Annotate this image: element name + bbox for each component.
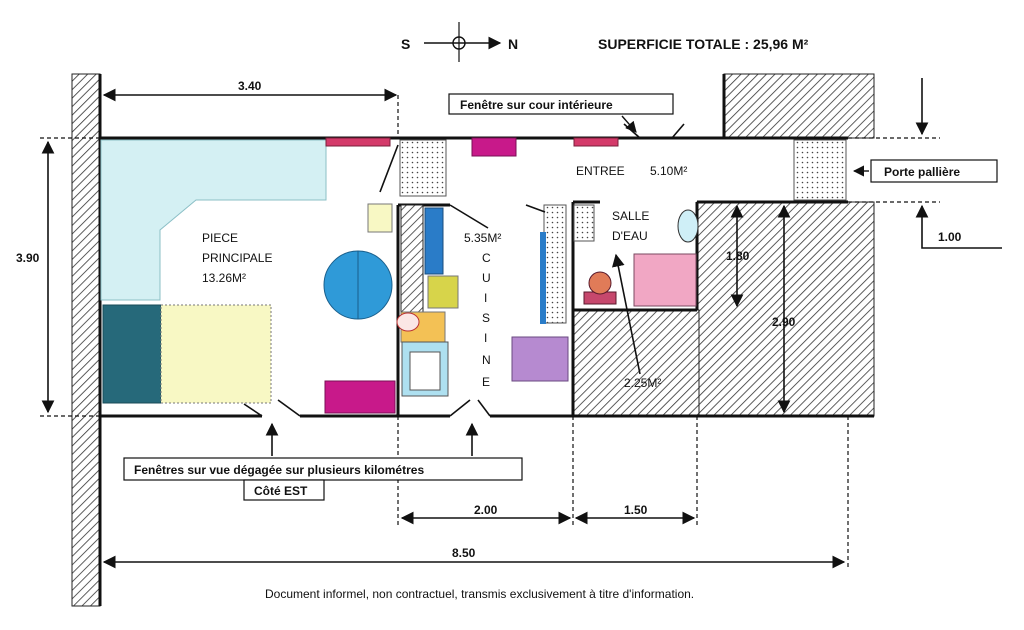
kitchen-letter-2: U <box>482 271 491 285</box>
courtyard-window-1 <box>325 137 391 147</box>
bathroom-label-2: D'EAU <box>612 229 648 243</box>
toilet-bowl <box>588 271 612 295</box>
right-step-arrow-bottom <box>915 204 1002 249</box>
compass-north: N <box>508 36 518 52</box>
top-right-hatch <box>723 73 875 139</box>
bed-headboard <box>102 304 162 404</box>
bed <box>160 304 272 404</box>
kitchen-blue-strip <box>540 232 546 324</box>
courtyard-window-3 <box>573 137 619 147</box>
main-room-label-2: PRINCIPALE <box>202 251 272 265</box>
kitchen-letter-1: C <box>482 251 491 265</box>
entry-threshold <box>399 139 447 197</box>
dim-right-step: 1.00 <box>938 230 962 244</box>
disclaimer: Document informel, non contractuel, tran… <box>265 587 694 601</box>
landing-door-callout-box <box>870 159 998 183</box>
left-exterior-wall <box>71 73 101 607</box>
courtyard-window-arrow <box>621 115 637 133</box>
below-bath-hatch <box>572 309 700 417</box>
courtyard-window-callout: Fenêtre sur cour intérieure <box>460 98 613 112</box>
landing-door-callout: Porte pallière <box>884 165 960 179</box>
east-side-callout-box <box>243 479 325 501</box>
courtyard-window-2 <box>471 137 517 157</box>
bathroom-area: 2.25M² <box>624 376 661 390</box>
dim-bathroom-width: 1.50 <box>624 503 648 517</box>
main-room-label-1: PIECE <box>202 231 238 245</box>
east-windows-callout: Fenêtres sur vue dégagée sur plusieurs k… <box>134 463 424 477</box>
l-shaped-sofa <box>100 139 327 301</box>
washbasin <box>677 209 699 243</box>
entrance-area: 5.10M² <box>650 164 687 178</box>
kitchen-letter-3: I <box>484 291 487 305</box>
kitchen-cooktop <box>427 275 459 309</box>
kitchen-purple-unit <box>511 336 569 382</box>
kitchen-area: 5.35M² <box>464 231 501 245</box>
bath-column <box>573 204 595 242</box>
entrance-label: ENTREE <box>576 164 625 178</box>
kitchen-column <box>543 204 567 324</box>
bottom-right-hatch <box>696 201 875 417</box>
kitchen-letter-5: I <box>484 331 487 345</box>
shower-tray <box>633 253 697 307</box>
kitchen-letter-6: N <box>482 353 491 367</box>
east-side-callout: Côté EST <box>254 484 308 498</box>
bathroom-area-pointer <box>612 253 641 375</box>
total-area-title: SUPERFICIE TOTALE : 25,96 M² <box>598 36 809 52</box>
dimension-lines <box>41 88 846 569</box>
dim-right-height: 2.90 <box>772 315 796 329</box>
small-cabinet <box>367 203 393 233</box>
courtyard-window-callout-box <box>448 93 674 115</box>
dim-total-width: 8.50 <box>452 546 476 560</box>
main-room-window-shelf <box>324 380 396 414</box>
walls <box>100 74 874 418</box>
landing-threshold <box>793 139 847 201</box>
kitchen-counter-blue <box>424 207 444 275</box>
dim-top-width: 3.40 <box>238 79 262 93</box>
compass: S N <box>401 22 518 62</box>
dim-bath-height: 1.80 <box>726 249 750 263</box>
compass-south: S <box>401 36 410 52</box>
kitchen-sink <box>396 312 420 332</box>
kitchen-letter-4: S <box>482 311 490 325</box>
dim-left-height: 3.90 <box>16 251 40 265</box>
bathroom-label-1: SALLE <box>612 209 649 223</box>
kitchen-wall-block <box>400 204 424 318</box>
main-room-area: 13.26M² <box>202 271 246 285</box>
kitchen-letter-7: E <box>482 375 490 389</box>
dim-kitchen-width: 2.00 <box>474 503 498 517</box>
fridge-door <box>409 351 441 391</box>
